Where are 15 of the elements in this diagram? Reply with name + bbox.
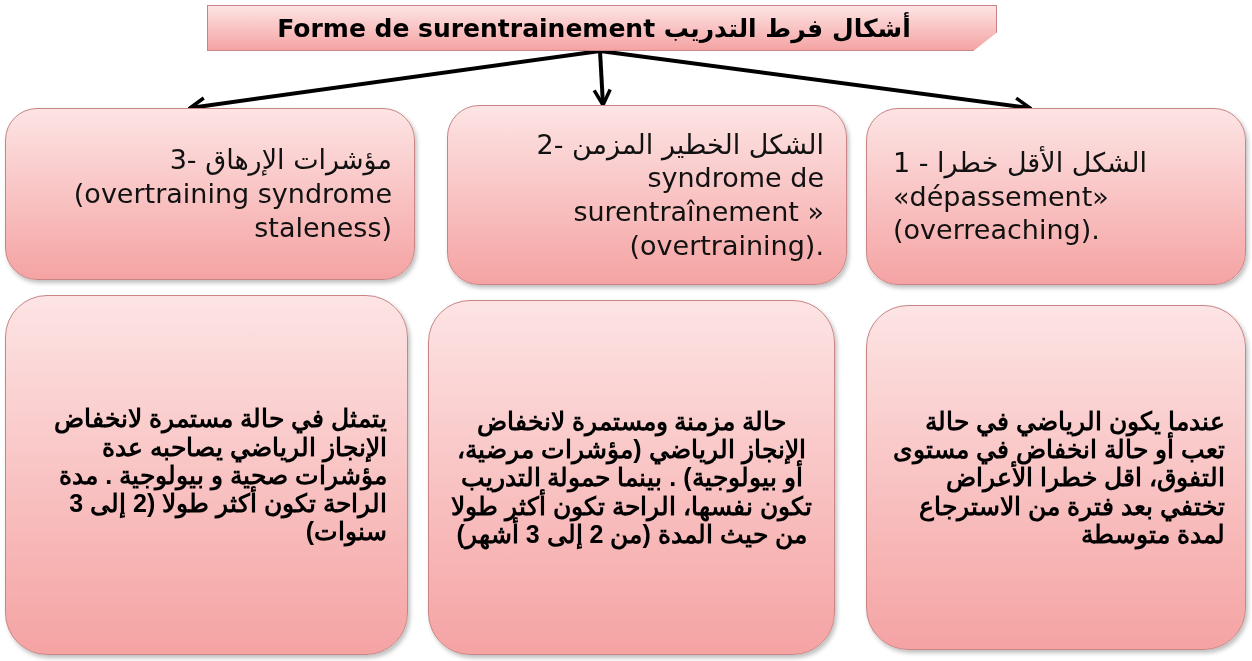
title-banner: [207, 5, 997, 51]
category-box: [447, 105, 847, 285]
category-label: 2- الشكل الخطير المزمن syndrome de surentraînement » (overtraining).: [535, 127, 824, 263]
category-label: 3- مؤشرات الإرهاق (overtraining syndrome staleness): [72, 143, 392, 245]
description-box: [428, 300, 835, 655]
description-box: [5, 295, 408, 655]
description-text: حالة مزمنة ومستمرة لانخفاض الإنجاز الرياضي (مؤشرات مرضية، أو بيولوجية) . بينما حمولة التدريب تكون نفسها، الراحة تكون أكثر طولا من حيث المدة (من 2 إلى 3 أشهر): [450, 406, 813, 549]
category-box: [5, 108, 415, 280]
title-text: أشكال فرط التدريب Forme de surentrainement: [277, 13, 911, 43]
description-box: [866, 305, 1246, 650]
category-label: 1 - الشكل الأقل خطرا «dépassement» (overreaching).: [893, 145, 1148, 248]
category-box: [866, 108, 1246, 285]
description-text: يتمثل في حالة مستمرة لانخفاض الإنجاز الرياضي يصاحبه عدة مؤشرات صحية و بيولوجية . مدة الراحة تكون أكثر طولا (2 إلى 3 سنوات): [53, 404, 387, 546]
arrow: [592, 50, 612, 107]
description-text: عندما يكون الرياضي في حالة تعب أو حالة انخفاض في مستوى التفوق، اقل خطرا الأعراض تختفي بعد فترة من الاسترجاع لمدة متوسطة: [892, 406, 1225, 549]
